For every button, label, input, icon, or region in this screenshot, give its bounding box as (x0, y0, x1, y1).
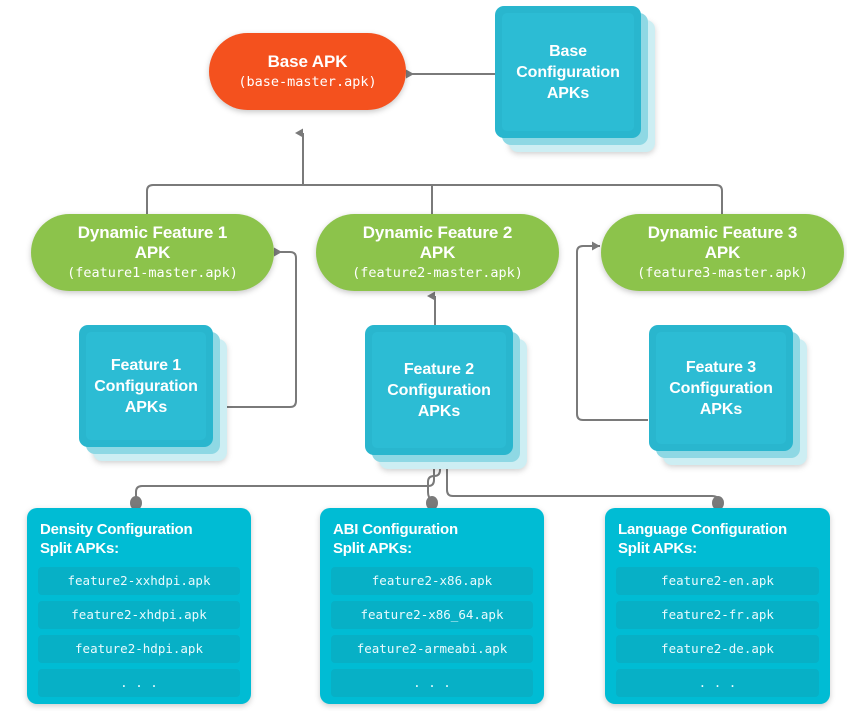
dynamic-feature-1-subtitle: APK (134, 243, 171, 262)
split-apk-row[interactable]: feature2-hdpi.apk (38, 635, 240, 663)
label-line-2: Configuration (669, 379, 773, 397)
label-line-1: Feature 3 (685, 358, 757, 376)
split-apk-row[interactable]: feature2-x86.apk (331, 567, 533, 595)
split-apk-row[interactable]: feature2-xxhdpi.apk (38, 567, 240, 595)
label-line-2: Configuration (516, 63, 620, 81)
split-apk-row[interactable]: feature2-fr.apk (616, 601, 819, 629)
feature-2-configuration-apks-label: Feature 2 Configuration APKs (381, 359, 497, 422)
dynamic-feature-2-title: Dynamic Feature 2 (362, 223, 513, 242)
split-apk-row-ellipsis[interactable]: . . . (616, 669, 819, 697)
dynamic-feature-2-filename: (feature2-master.apk) (352, 265, 523, 281)
abi-split-heading: ABI Configuration Split APKs: (333, 520, 533, 558)
split-apk-row-ellipsis[interactable]: . . . (38, 669, 240, 697)
feature-1-configuration-apks-label: Feature 1 Configuration APKs (88, 355, 204, 418)
density-split-heading: Density Configuration Split APKs: (40, 520, 240, 558)
dynamic-feature-2-subtitle: APK (419, 243, 456, 262)
label-line-2: Configuration (94, 377, 198, 395)
label-line-1: Base (549, 42, 587, 60)
base-configuration-apks-label: Base Configuration APKs (510, 41, 626, 104)
node-dynamic-feature-3-apk[interactable]: Dynamic Feature 3 APK (feature3-master.a… (601, 214, 844, 291)
box-density-configuration-split-apks[interactable]: Density Configuration Split APKs: featur… (27, 508, 251, 704)
node-base-configuration-apks[interactable]: Base Configuration APKs (495, 6, 665, 156)
dynamic-feature-3-subtitle: APK (704, 243, 741, 262)
feature-3-configuration-apks-label: Feature 3 Configuration APKs (663, 357, 779, 420)
label-line-3: APKs (124, 398, 168, 416)
label-line-3: APKs (417, 402, 461, 420)
dynamic-feature-3-title: Dynamic Feature 3 (647, 223, 798, 242)
split-apk-row-ellipsis[interactable]: . . . (331, 669, 533, 697)
node-base-apk[interactable]: Base APK (base-master.apk) (209, 33, 406, 110)
heading-line-2: Split APKs: (333, 540, 412, 557)
split-apk-row[interactable]: feature2-x86_64.apk (331, 601, 533, 629)
heading-line-1: ABI Configuration (333, 521, 458, 538)
dynamic-feature-3-filename: (feature3-master.apk) (637, 265, 808, 281)
node-feature-2-configuration-apks[interactable]: Feature 2 Configuration APKs (365, 325, 540, 475)
heading-line-1: Density Configuration (40, 521, 193, 538)
split-apk-row[interactable]: feature2-xhdpi.apk (38, 601, 240, 629)
box-language-configuration-split-apks[interactable]: Language Configuration Split APKs: featu… (605, 508, 830, 704)
language-split-heading: Language Configuration Split APKs: (618, 520, 819, 558)
heading-line-1: Language Configuration (618, 521, 787, 538)
stack-front-layer: Feature 1 Configuration APKs (79, 325, 213, 447)
label-line-2: Configuration (387, 381, 491, 399)
heading-line-2: Split APKs: (618, 540, 697, 557)
stack-front-layer: Feature 2 Configuration APKs (365, 325, 513, 455)
heading-line-2: Split APKs: (40, 540, 119, 557)
stack-front-layer: Feature 3 Configuration APKs (649, 325, 793, 451)
node-dynamic-feature-1-apk[interactable]: Dynamic Feature 1 APK (feature1-master.a… (31, 214, 274, 291)
split-apk-row[interactable]: feature2-en.apk (616, 567, 819, 595)
box-abi-configuration-split-apks[interactable]: ABI Configuration Split APKs: feature2-x… (320, 508, 544, 704)
base-apk-filename: (base-master.apk) (238, 74, 377, 90)
node-feature-3-configuration-apks[interactable]: Feature 3 Configuration APKs (649, 325, 819, 470)
split-apk-row[interactable]: feature2-armeabi.apk (331, 635, 533, 663)
split-apk-row[interactable]: feature2-de.apk (616, 635, 819, 663)
label-line-1: Feature 1 (110, 356, 182, 374)
node-feature-1-configuration-apks[interactable]: Feature 1 Configuration APKs (79, 325, 239, 465)
wire-distribution-bar (146, 184, 723, 216)
dynamic-feature-1-filename: (feature1-master.apk) (67, 265, 238, 281)
label-line-3: APKs (546, 84, 590, 102)
label-line-3: APKs (699, 400, 743, 418)
dynamic-feature-1-title: Dynamic Feature 1 (77, 223, 228, 242)
node-dynamic-feature-2-apk[interactable]: Dynamic Feature 2 APK (feature2-master.a… (316, 214, 559, 291)
label-line-1: Feature 2 (403, 360, 475, 378)
stack-front-layer: Base Configuration APKs (495, 6, 641, 138)
base-apk-title: Base APK (267, 52, 348, 71)
